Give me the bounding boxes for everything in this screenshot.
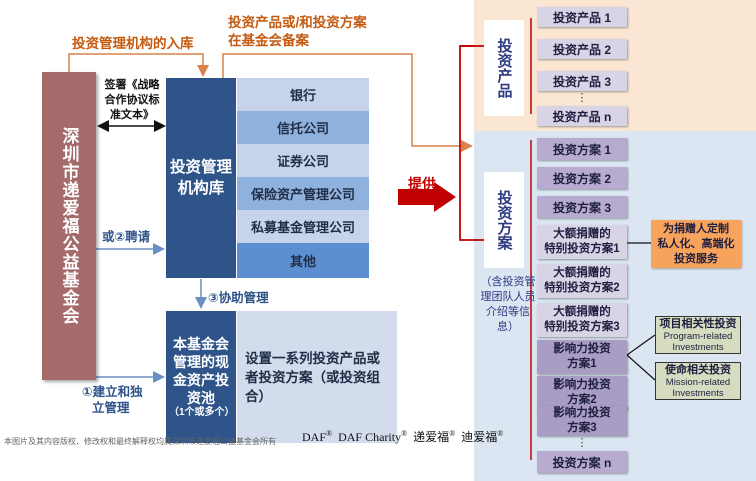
pool-title: 本基金会管理的现金资产投资池 xyxy=(173,336,229,406)
mission-related-box: 使命相关投资 Mission-related Investments xyxy=(655,362,741,400)
filing-label-2: 在基金会备案 xyxy=(228,33,309,48)
filing-line xyxy=(222,53,473,152)
impact-plan-2: 影响力投资方案2 xyxy=(537,376,627,410)
program-related-box: 项目相关性投资 Program-related Investments xyxy=(655,316,741,354)
entry-label: 投资管理机构的入库 xyxy=(72,36,194,51)
setup-note-1: ①建立和独 xyxy=(82,385,143,399)
impact-plan-1: 影响力投资方案1 xyxy=(537,340,627,374)
foundation-box: 深圳市递爱福公益基金会 xyxy=(42,72,96,380)
products-ellipsis: ⋮ xyxy=(576,92,588,104)
product-1: 投资产品 1 xyxy=(537,7,627,27)
plans-ellipsis: ⋮ xyxy=(576,437,588,449)
asset-pool: 本基金会管理的现金资产投资池 （1个或多个） xyxy=(166,311,236,443)
pool-subtitle: （1个或多个） xyxy=(169,407,235,418)
institution-bank: 银行 xyxy=(237,78,369,111)
hire-note: 或②聘请 xyxy=(102,230,151,244)
institution-library: 投资管理机构库 xyxy=(166,78,236,278)
plan-3: 投资方案 3 xyxy=(537,196,627,218)
plan-n: 投资方案 n xyxy=(537,451,627,473)
institution-private-fund: 私募基金管理公司 xyxy=(237,210,369,243)
large-plan-2: 大额捐赠的特别投资方案2 xyxy=(537,264,627,298)
provide-bracket xyxy=(459,45,484,241)
team-info-note: （含投资管理团队人员介绍等信息） xyxy=(480,276,536,333)
assist-note: ③协助管理 xyxy=(208,291,269,305)
brand-diaifu: 递爱福 xyxy=(413,430,450,444)
copyright-note: 本图片及其内容版权、修改权和最终解释权均属深圳市递爱福公益基金会所有 xyxy=(4,437,276,446)
plan-1: 投资方案 1 xyxy=(537,138,627,160)
provide-arrow xyxy=(398,182,456,212)
plans-label: 投资方案 xyxy=(484,172,524,268)
institution-trust: 信托公司 xyxy=(237,111,369,144)
brand-line: DAF® DAF Charity® 递爱福® 迪爱福® xyxy=(302,429,504,444)
product-n: 投资产品 n xyxy=(537,106,627,126)
impact-link xyxy=(626,334,656,381)
product-2: 投资产品 2 xyxy=(537,39,627,59)
custom-service-box: 为捐赠人定制 私人化、高端化 投资服务 xyxy=(651,220,741,268)
impact-plan-3: 影响力投资方案3 xyxy=(537,406,627,436)
filing-label-1: 投资产品或/和投资方案 xyxy=(228,15,367,30)
institution-securities: 证券公司 xyxy=(237,144,369,177)
product-3: 投资产品 3 xyxy=(537,71,627,91)
brand-daf: DAF xyxy=(302,430,327,444)
plan-2: 投资方案 2 xyxy=(537,167,627,189)
products-label: 投资产品 xyxy=(484,20,524,116)
brand-diaifu-alt: 迪爱福 xyxy=(461,430,498,444)
setup-note-2: 立管理 xyxy=(92,401,130,415)
brand-daf-charity: DAF Charity xyxy=(338,430,402,444)
provide-label: 提供 xyxy=(408,176,436,192)
entry-line xyxy=(68,53,209,77)
foundation-name: 深圳市递爱福公益基金会 xyxy=(59,127,79,325)
sign-note: 签署《战略 合作协议标 准文本》 xyxy=(104,79,160,121)
institution-other: 其他 xyxy=(237,243,369,278)
large-plan-1: 大额捐赠的特别投资方案1 xyxy=(537,225,627,259)
institution-insurance: 保险资产管理公司 xyxy=(237,177,369,210)
pool-description: 设置一系列投资产品或者投资方案（或投资组合） xyxy=(237,311,397,443)
large-plan-3: 大额捐赠的特别投资方案3 xyxy=(537,303,627,337)
